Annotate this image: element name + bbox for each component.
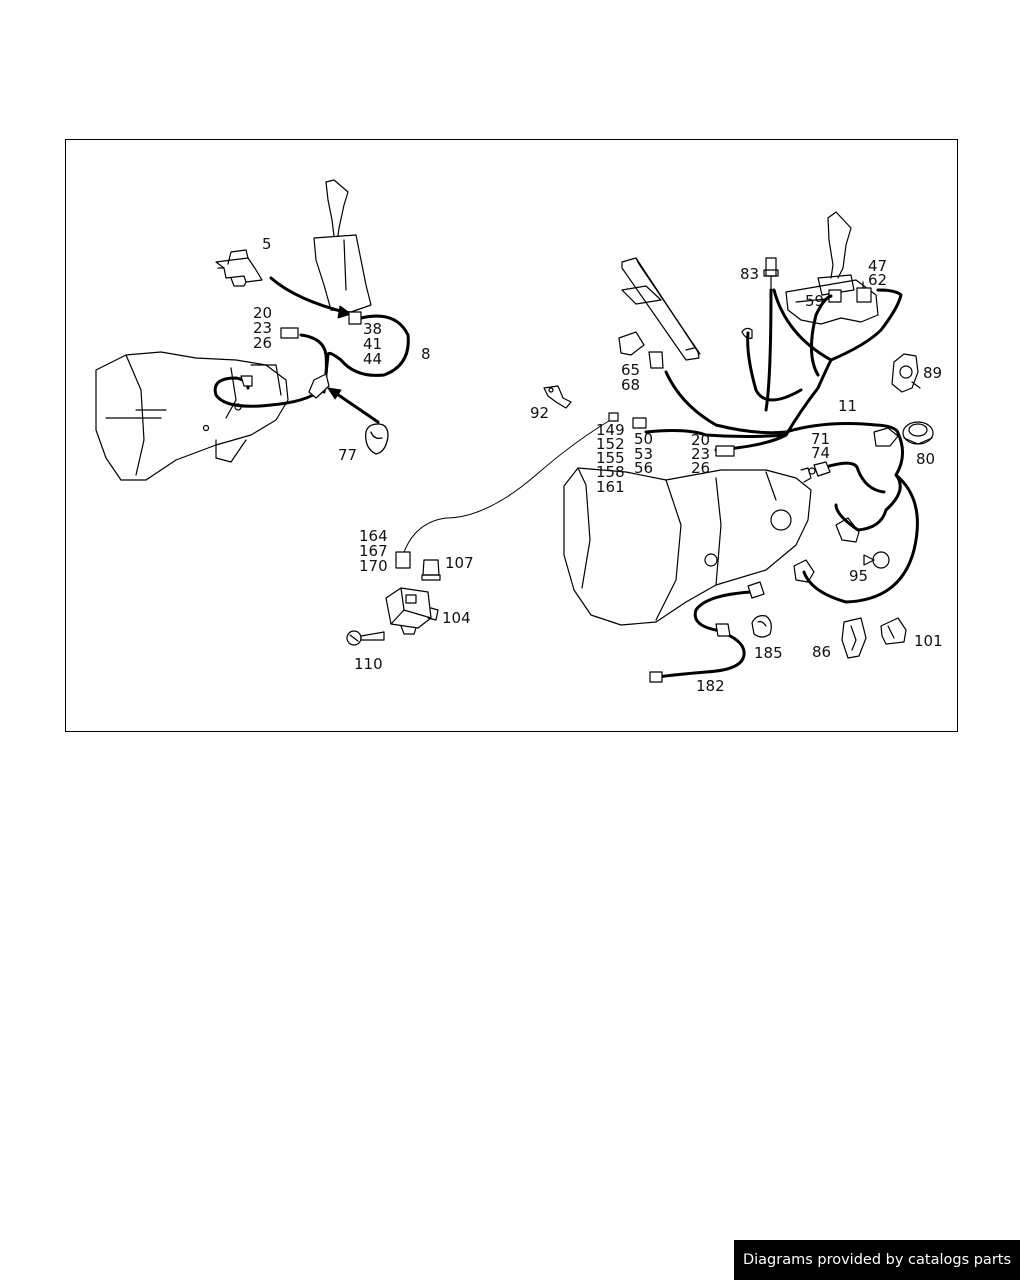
part-label: 104 bbox=[442, 609, 471, 627]
part-label: 47 bbox=[868, 257, 887, 275]
relay-104 bbox=[385, 587, 439, 635]
part-label: 152 bbox=[596, 435, 625, 453]
sensor-95 bbox=[835, 517, 890, 569]
left-transmission-housing bbox=[95, 351, 289, 481]
part-label: 26 bbox=[253, 334, 272, 352]
part-label: 71 bbox=[811, 430, 830, 448]
plug-185 bbox=[751, 615, 772, 638]
part-label: 65 bbox=[621, 361, 640, 379]
part-label: 38 bbox=[363, 320, 382, 338]
connector-20-23-26-right bbox=[715, 445, 735, 457]
part-label: 53 bbox=[634, 445, 653, 463]
connector-11 bbox=[873, 427, 899, 447]
speed-sensor bbox=[793, 559, 815, 583]
part-label: 110 bbox=[354, 655, 383, 673]
part-label: 161 bbox=[596, 478, 625, 496]
part-label: 170 bbox=[359, 557, 388, 575]
grommet-77 bbox=[365, 423, 389, 455]
part-label: 23 bbox=[691, 445, 710, 463]
plug-80 bbox=[902, 421, 934, 445]
part-label: 92 bbox=[530, 404, 549, 422]
part-label: 77 bbox=[338, 446, 357, 464]
connector-47-62 bbox=[856, 281, 872, 303]
part-label: 20 bbox=[253, 304, 272, 322]
arrow-77 bbox=[327, 387, 380, 424]
part-label: 11 bbox=[838, 397, 857, 415]
part-label: 5 bbox=[262, 235, 272, 253]
harness-11 bbox=[644, 288, 919, 604]
connector-149-161 bbox=[608, 412, 619, 422]
part-label: 23 bbox=[253, 319, 272, 337]
part-label: 50 bbox=[634, 430, 653, 448]
part-label: 95 bbox=[849, 567, 868, 585]
part-label: 8 bbox=[421, 345, 431, 363]
part-label: 158 bbox=[596, 463, 625, 481]
part-label: 185 bbox=[754, 644, 783, 662]
sensor-left bbox=[240, 375, 253, 387]
part-label: 68 bbox=[621, 376, 640, 394]
screw-110 bbox=[346, 630, 385, 646]
part-label: 182 bbox=[696, 677, 725, 695]
part-label: 89 bbox=[923, 364, 942, 382]
part-label: 62 bbox=[868, 271, 887, 289]
part-label: 167 bbox=[359, 542, 388, 560]
sensor-89 bbox=[891, 353, 921, 393]
bracket-92 bbox=[543, 385, 572, 409]
wiring-diagram: 5 20 23 26 38 41 44 8 77 92 149 152 155 … bbox=[95, 179, 943, 695]
footer-credit[interactable]: Diagrams provided by catalogs parts bbox=[734, 1240, 1020, 1280]
connector-50-53-56 bbox=[632, 417, 647, 429]
part-labels: 5 20 23 26 38 41 44 8 77 92 149 152 155 … bbox=[253, 235, 943, 695]
switch-5 bbox=[215, 249, 263, 287]
switch-83 bbox=[763, 257, 779, 291]
part-label: 26 bbox=[691, 459, 710, 477]
harness-182 bbox=[649, 581, 765, 683]
left-shift-lever bbox=[313, 179, 372, 313]
clip-101 bbox=[880, 617, 907, 645]
connector-grommet-left bbox=[308, 373, 330, 399]
part-label: 155 bbox=[596, 449, 625, 467]
arrow-5 bbox=[269, 276, 352, 319]
bracket-65-68 bbox=[618, 331, 664, 369]
connector-20-23-26-left bbox=[280, 327, 299, 339]
part-label: 164 bbox=[359, 527, 388, 545]
part-label: 56 bbox=[634, 459, 653, 477]
bracket-86 bbox=[841, 617, 867, 659]
part-label: 83 bbox=[740, 265, 759, 283]
lead-harness-end bbox=[741, 327, 753, 339]
part-label: 20 bbox=[691, 431, 710, 449]
connector-71-74 bbox=[808, 461, 831, 477]
part-label: 80 bbox=[916, 450, 935, 468]
thin-harness-wire bbox=[403, 417, 615, 553]
right-transmission-body bbox=[563, 467, 812, 626]
part-label: 101 bbox=[914, 632, 943, 650]
part-label: 86 bbox=[812, 643, 831, 661]
part-label: 149 bbox=[596, 421, 625, 439]
accelerator-pedal bbox=[621, 257, 701, 361]
connector-38-41-44 bbox=[348, 311, 362, 325]
diagram-frame: 5 20 23 26 38 41 44 8 77 92 149 152 155 … bbox=[65, 139, 958, 732]
connector-164-170 bbox=[395, 551, 411, 569]
part-label: 74 bbox=[811, 444, 830, 462]
cap-107 bbox=[421, 559, 441, 581]
part-label: 59 bbox=[805, 292, 824, 310]
right-shift-lever bbox=[785, 211, 879, 325]
part-label: 41 bbox=[363, 335, 382, 353]
part-label: 44 bbox=[363, 350, 382, 368]
part-label: 107 bbox=[445, 554, 474, 572]
